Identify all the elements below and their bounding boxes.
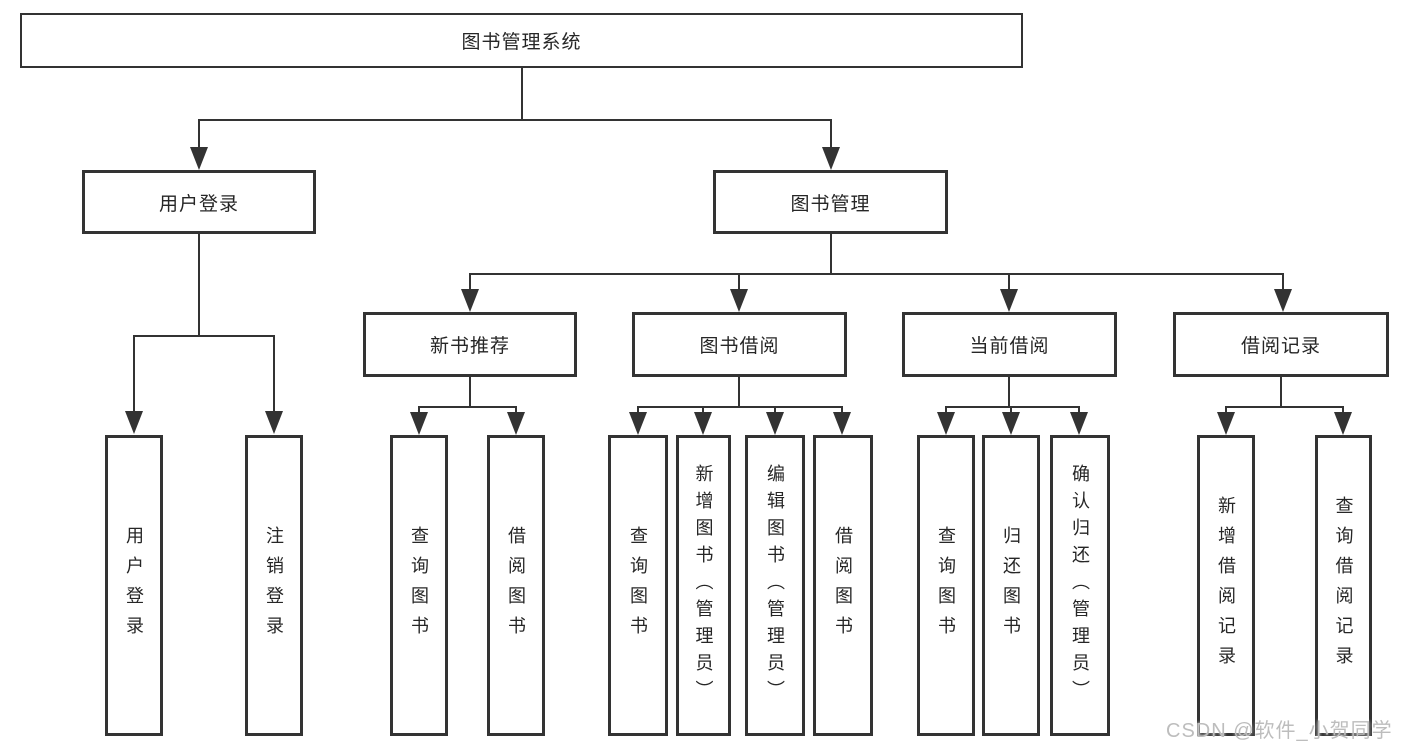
leaf-user-login: 用户登录 (105, 435, 163, 736)
node-root-label: 图书管理系统 (461, 32, 582, 53)
connector-line (945, 406, 1080, 408)
node-new-book-recommend: 新书推荐 (363, 312, 577, 377)
connector-line (841, 406, 843, 414)
leaf-borrow-books: 借阅图书 (813, 435, 873, 736)
leaf-add-book-admin: 新增图书（管理员） (676, 435, 731, 736)
node-book-borrow-label: 图书借阅 (699, 336, 780, 357)
connector-line (418, 406, 420, 414)
connector-line (418, 406, 517, 408)
arrow-down-icon (1217, 412, 1235, 435)
node-book-management-label: 图书管理 (790, 193, 871, 215)
connector-line (133, 335, 135, 413)
leaf-edit-book-admin: 编辑图书（管理员） (745, 435, 805, 736)
connector-line (1342, 406, 1344, 414)
leaf-logout-label: 注销登录 (264, 525, 284, 646)
node-current-borrow-label: 当前借阅 (969, 336, 1050, 357)
node-user-login-label: 用户登录 (158, 193, 239, 215)
leaf-query-borrow-record-label: 查询借阅记录 (1333, 495, 1354, 676)
leaf-add-borrow-record-label: 新增借阅记录 (1216, 495, 1236, 676)
connector-line (738, 273, 740, 291)
leaf-borrow-books-label: 借阅图书 (833, 525, 853, 646)
arrow-down-icon (1002, 412, 1020, 435)
leaf-query-books-borrow: 查询图书 (608, 435, 668, 736)
leaf-add-book-admin-label: 新增图书（管理员） (693, 464, 714, 707)
arrow-down-icon (833, 412, 851, 435)
node-new-book-recommend-label: 新书推荐 (429, 336, 510, 357)
connector-line (273, 335, 275, 413)
connector-line (1008, 377, 1010, 408)
leaf-query-books-borrow-label: 查询图书 (628, 525, 648, 646)
arrow-down-icon (461, 289, 479, 312)
node-book-borrow: 图书借阅 (632, 312, 847, 377)
connector-line (469, 273, 471, 291)
connector-line (1282, 273, 1284, 291)
connector-line (198, 234, 200, 337)
connector-line (830, 119, 832, 149)
connector-line (1078, 406, 1080, 414)
arrow-down-icon (730, 289, 748, 312)
arrow-down-icon (1070, 412, 1088, 435)
connector-line (702, 406, 704, 414)
node-borrow-records-label: 借阅记录 (1240, 336, 1321, 357)
leaf-logout: 注销登录 (245, 435, 303, 736)
leaf-query-books-recommend-label: 查询图书 (409, 525, 429, 646)
connector-line (521, 67, 523, 120)
connector-line (198, 119, 200, 149)
leaf-add-borrow-record: 新增借阅记录 (1197, 435, 1255, 736)
leaf-edit-book-admin-label: 编辑图书（管理员） (765, 464, 785, 707)
arrow-down-icon (629, 412, 647, 435)
connector-line (738, 377, 740, 408)
leaf-query-books-current: 查询图书 (917, 435, 975, 736)
arrow-down-icon (265, 411, 283, 434)
connector-line (1008, 273, 1010, 291)
arrow-down-icon (125, 411, 143, 434)
connector-line (1010, 406, 1012, 414)
connector-line (469, 377, 471, 408)
arrow-down-icon (937, 412, 955, 435)
connector-line (1280, 377, 1282, 408)
arrow-down-icon (1334, 412, 1352, 435)
connector-line (133, 335, 274, 337)
arrow-down-icon (694, 412, 712, 435)
leaf-query-books-current-label: 查询图书 (936, 525, 956, 646)
connector-line (637, 406, 843, 408)
csdn-watermark: CSDN @软件_小贺同学 (1166, 720, 1393, 742)
connector-line (469, 273, 1284, 275)
connector-line (1225, 406, 1227, 414)
leaf-return-book-label: 归还图书 (1001, 525, 1021, 646)
leaf-confirm-return-admin: 确认归还（管理员） (1050, 435, 1110, 736)
arrow-down-icon (410, 412, 428, 435)
connector-line (637, 406, 639, 414)
node-current-borrow: 当前借阅 (902, 312, 1117, 377)
arrow-down-icon (1274, 289, 1292, 312)
leaf-borrow-books-recommend-label: 借阅图书 (506, 525, 526, 646)
connector-line (515, 406, 517, 414)
arrow-down-icon (1000, 289, 1018, 312)
arrow-down-icon (822, 147, 840, 170)
leaf-query-books-recommend: 查询图书 (390, 435, 448, 736)
connector-line (774, 406, 776, 414)
connector-line (830, 234, 832, 275)
node-root-system: 图书管理系统 (20, 13, 1023, 68)
leaf-user-login-label: 用户登录 (124, 525, 144, 646)
arrow-down-icon (766, 412, 784, 435)
connector-line (945, 406, 947, 414)
node-user-login: 用户登录 (82, 170, 316, 234)
node-borrow-records: 借阅记录 (1173, 312, 1389, 377)
connector-line (1225, 406, 1344, 408)
leaf-borrow-books-recommend: 借阅图书 (487, 435, 545, 736)
connector-line (198, 119, 832, 121)
leaf-confirm-return-admin-label: 确认归还（管理员） (1070, 464, 1090, 707)
arrow-down-icon (190, 147, 208, 170)
leaf-query-borrow-record: 查询借阅记录 (1315, 435, 1372, 736)
node-book-management: 图书管理 (713, 170, 948, 234)
arrow-down-icon (507, 412, 525, 435)
leaf-return-book: 归还图书 (982, 435, 1040, 736)
